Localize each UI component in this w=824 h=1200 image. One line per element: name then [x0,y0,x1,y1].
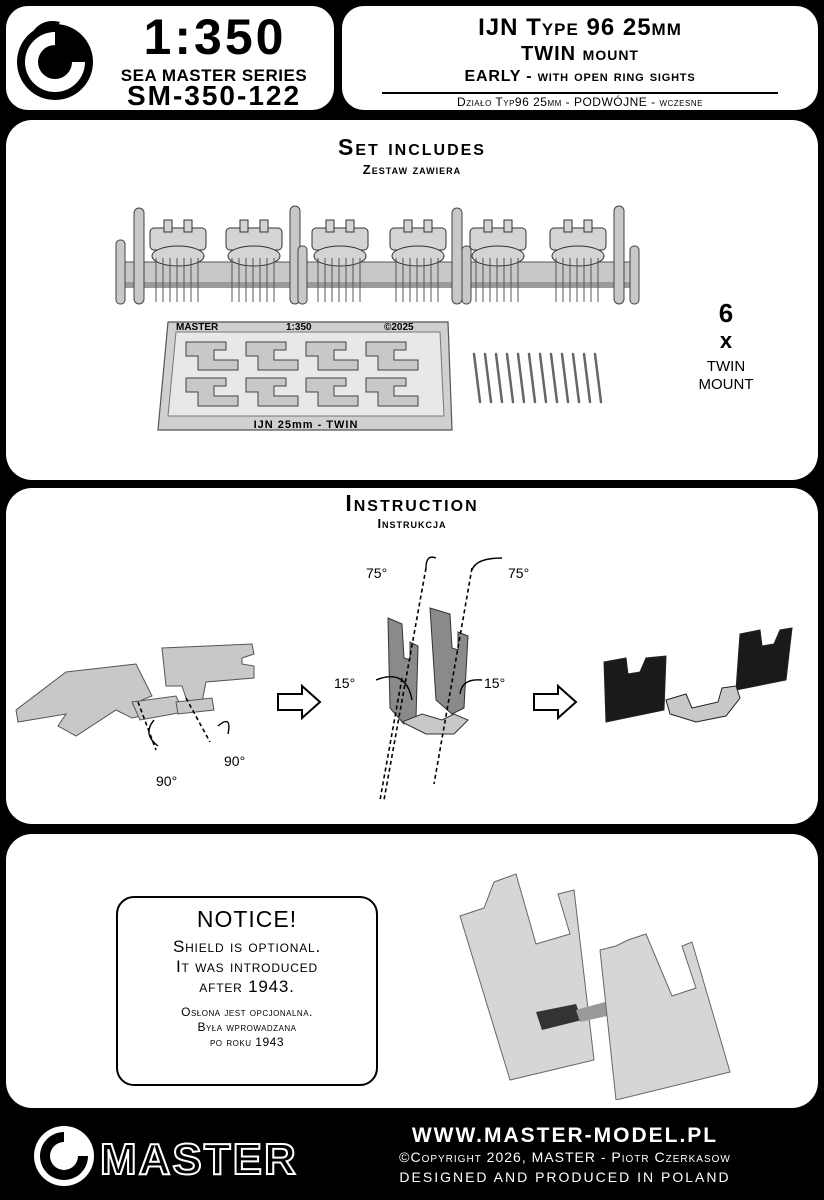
footer-made-in: DESIGNED AND PRODUCED IN POLAND [399,1169,731,1185]
step2-fold-arrows [375,556,503,701]
gun-barrel [505,352,515,404]
pe-shield-part [185,377,239,407]
notice-en-line3: after 1943. [199,977,295,996]
fret-label-text: IJN 25mm - TWIN [254,419,359,431]
notice-pl-line3: po roku 1943 [209,1035,285,1049]
notice-title: NOTICE! [196,906,298,932]
gun-barrel [516,352,526,404]
angle-90a-label: 90° [156,773,177,789]
pe-shield-part [365,341,419,371]
header-title-panel: IJN Type 96 25mm TWIN mount EARLY - with… [342,6,818,110]
twin-mount-casting [549,219,607,302]
gun-barrel [538,352,548,404]
barrels-illustration [472,352,603,404]
fret-year-text: ©2025 [384,322,414,333]
product-variant: EARLY - with open ring sights [464,68,696,85]
gun-barrel [593,352,603,404]
angle-90b-label: 90° [224,753,245,769]
step2-fold-lines [379,567,473,801]
set-includes-subtitle: Zestaw zawiera [362,162,462,177]
angle-15b-label: 15° [484,675,505,691]
product-title-polish: Działo Typ96 25mm - PODWÓJNE - wczesne [457,95,703,109]
step1-fold-arrows [148,719,230,747]
quantity-multiplier: x [719,328,733,353]
twin-mount-casting [311,219,369,302]
sprue-illustration [115,205,640,305]
gun-barrel [483,352,493,404]
pe-shield-part [365,377,419,407]
gun-barrel [571,352,581,404]
quantity-label-line2: MOUNT [698,376,754,393]
instruction-title: Instruction [345,490,479,516]
footer-swirl-icon [34,1126,94,1186]
step-arrow-1-icon [277,683,322,721]
gun-barrel [549,352,559,404]
instruction-panel: Instruction Instrukcja 90° 90° [6,488,818,824]
master-swirl-logo-icon [17,21,93,100]
twin-mount-casting [389,219,447,302]
master-brand-logo: MASTER [34,1126,298,1186]
product-title: IJN Type 96 25mm [478,14,682,41]
gun-barrel [560,352,570,404]
set-includes-panel: Set includes Zestaw zawiera MASTER 1:350… [6,120,818,480]
instruction-subtitle: Instrukcja [377,516,447,531]
series-name: SEA MASTER SERIES [120,66,308,85]
instruction-diagram: 90° 90° 75° 75° 15° 15° [15,556,793,801]
angle-75a-label: 75° [366,565,387,581]
footer-url[interactable]: WWW.MASTER-MODEL.PL [411,1124,719,1147]
notice-pl-line1: Osłona jest opcjonalna. [181,1005,313,1019]
quantity-label-line1: TWIN [706,358,746,375]
gun-barrel [494,352,504,404]
photo-etch-fret: MASTER 1:350 ©2025 IJN 25mm - TWIN [157,321,453,431]
step2-bending-part [387,607,469,735]
quantity-number: 6 [718,298,734,328]
set-includes-title: Set includes [338,134,486,160]
notice-english-text: Shield is optional. It was introduced af… [118,937,376,997]
gun-barrel [472,352,482,404]
pe-shield-part [245,341,299,371]
pe-shield-part [305,377,359,407]
step3-finished-part [603,627,793,723]
header-series-panel: 1:350 SEA MASTER SERIES SM-350-122 [6,6,334,110]
gun-barrel [527,352,537,404]
notice-en-line2: It was introduced [176,957,318,976]
twin-mount-casting [469,219,527,302]
pe-shield-part [305,341,359,371]
notice-box: NOTICE! Shield is optional. It was intro… [116,896,378,1086]
step-arrow-2-icon [533,683,578,721]
footer: MASTER WWW.MASTER-MODEL.PL ©Copyright 20… [0,1112,824,1200]
pe-shield-part [245,377,299,407]
scale-label: 1:350 [143,9,287,65]
product-code: SM-350-122 [126,80,302,111]
notice-polish-text: Osłona jest opcjonalna. Była wprowadzana… [118,1005,376,1050]
twin-mount-casting [149,219,207,302]
notice-pl-line2: Była wprowadzana [197,1020,297,1034]
notice-en-line1: Shield is optional. [172,937,322,956]
fret-brand-text: MASTER [176,322,219,333]
gun-barrel [582,352,592,404]
pe-shield-part [185,341,239,371]
product-subtitle: TWIN mount [521,43,639,65]
footer-copyright: ©Copyright 2026, MASTER - Piotr Czerkaso… [399,1149,731,1165]
fret-scale-text: 1:350 [286,322,312,333]
angle-15a-label: 15° [334,675,355,691]
shield-render [459,873,731,1100]
angle-75b-label: 75° [508,565,529,581]
twin-mount-casting [225,219,283,302]
footer-brand-text: MASTER [100,1135,298,1184]
header-divider [382,92,778,94]
step1-flat-part [15,643,255,737]
notice-panel: NOTICE! Shield is optional. It was intro… [6,834,818,1108]
quantity-label: TWIN MOUNT [676,358,776,394]
